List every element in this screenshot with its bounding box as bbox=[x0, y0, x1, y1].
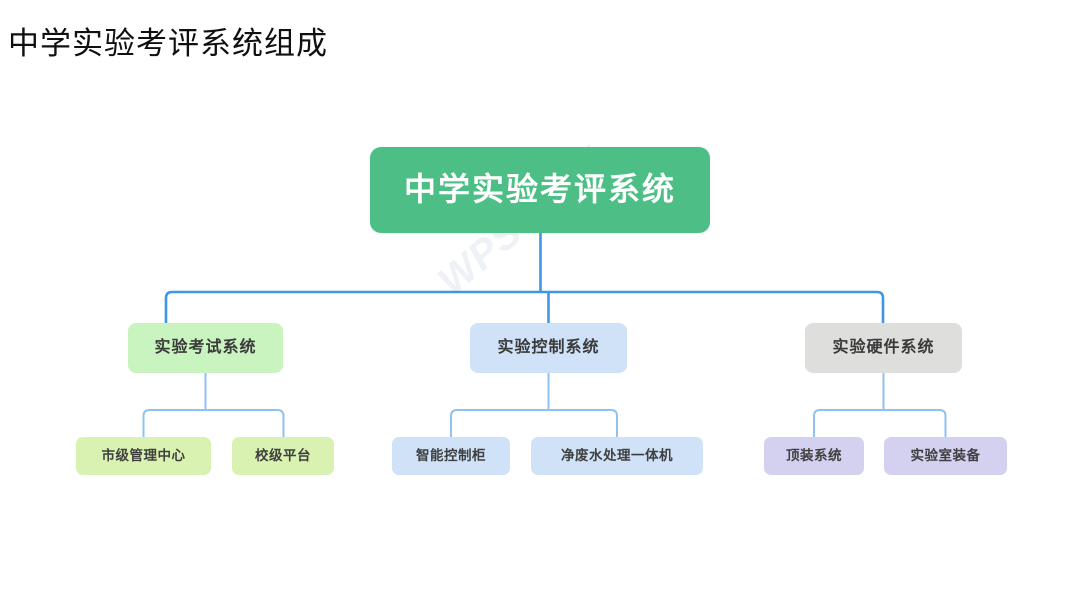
node-leaf-smart-control-cabinet[interactable]: 智能控制柜 bbox=[392, 437, 510, 475]
node-root-system[interactable]: 中学实验考评系统 bbox=[370, 147, 710, 233]
connector-level2-bus bbox=[164, 290, 885, 323]
page-title: 中学实验考评系统组成 bbox=[8, 26, 328, 61]
node-branch-hardware-system[interactable]: 实验硬件系统 bbox=[805, 323, 962, 373]
node-leaf-top-mount-system[interactable]: 顶装系统 bbox=[764, 437, 864, 475]
node-leaf-wastewater-treatment-unit[interactable]: 净废水处理一体机 bbox=[531, 437, 703, 475]
connector-control-bus bbox=[450, 409, 618, 437]
connector-exam-bus bbox=[142, 409, 285, 437]
node-leaf-school-platform[interactable]: 校级平台 bbox=[232, 437, 334, 475]
node-leaf-city-management-center[interactable]: 市级管理中心 bbox=[76, 437, 211, 475]
node-leaf-lab-equipment[interactable]: 实验室装备 bbox=[884, 437, 1007, 475]
connector-hardware-bus bbox=[813, 409, 947, 437]
node-branch-control-system[interactable]: 实验控制系统 bbox=[470, 323, 627, 373]
node-branch-exam-system[interactable]: 实验考试系统 bbox=[128, 323, 283, 373]
